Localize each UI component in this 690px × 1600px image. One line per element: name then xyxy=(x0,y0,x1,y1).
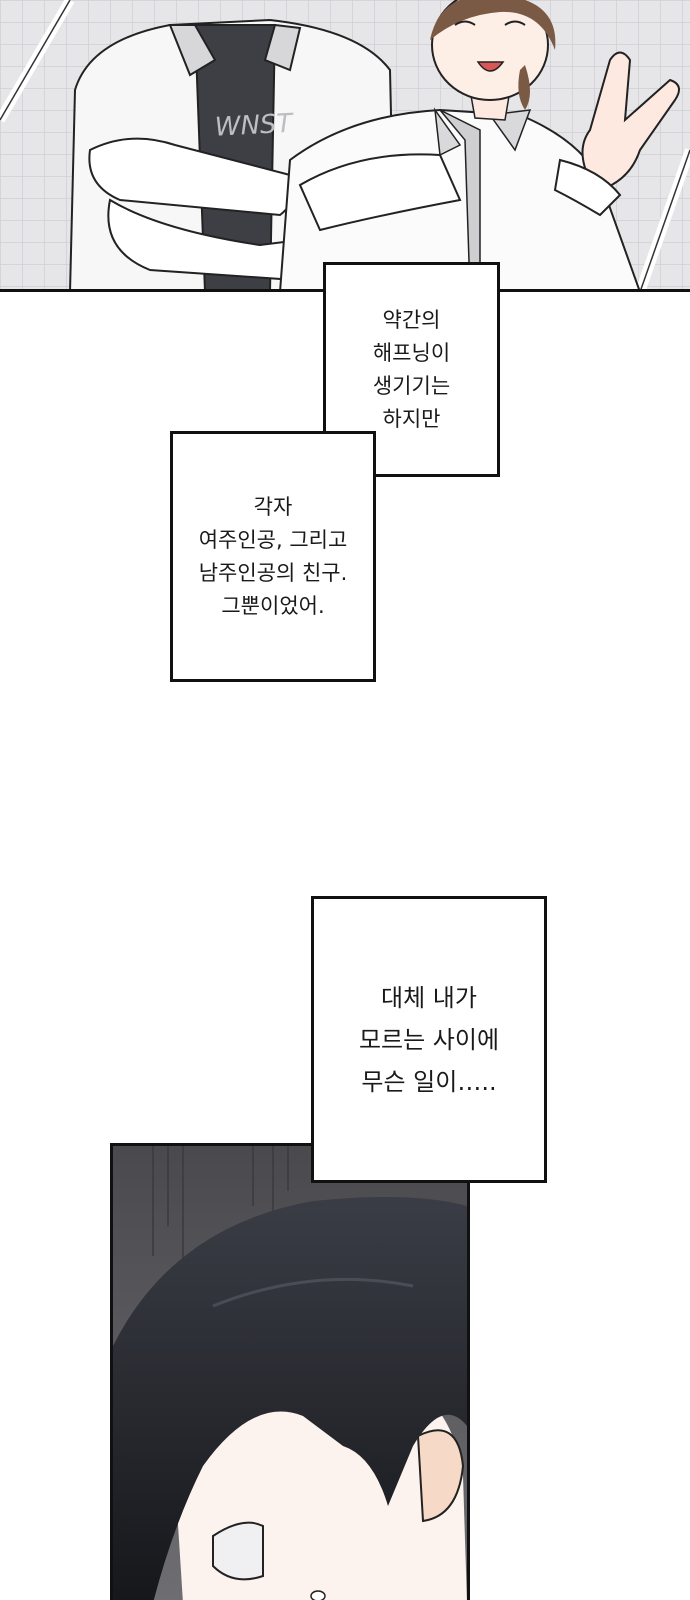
narration-text: 약간의 해프닝이 생기기는 하지만 xyxy=(372,307,451,431)
svg-text:WNST: WNST xyxy=(214,109,295,143)
boy-closeup-illustration-icon xyxy=(113,1146,467,1600)
narration-box: 대체 내가 모르는 사이에 무슨 일이….. xyxy=(311,896,547,1183)
bottom-comic-panel xyxy=(110,1143,470,1600)
two-students-illustration-icon: WNST xyxy=(0,0,690,289)
narration-box: 각자 여주인공, 그리고 남주인공의 친구. 그뿐이었어. xyxy=(170,431,376,682)
narration-text: 각자 여주인공, 그리고 남주인공의 친구. 그뿐이었어. xyxy=(198,494,348,618)
narration-text: 대체 내가 모르는 사이에 무슨 일이….. xyxy=(358,983,500,1096)
top-comic-panel: WNST xyxy=(0,0,690,292)
